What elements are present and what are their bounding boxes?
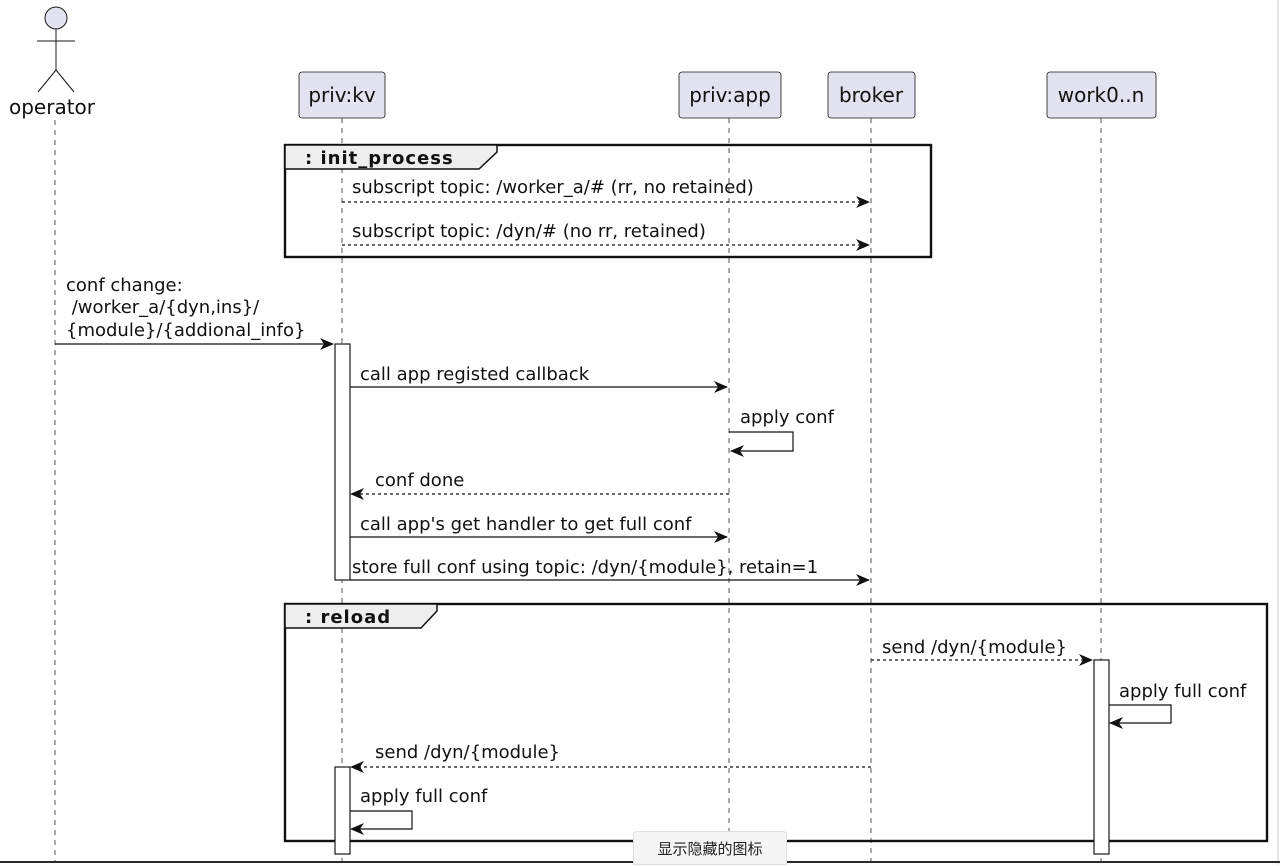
participant-operator-label: operator xyxy=(9,95,96,119)
fragment-init-title: : init_process xyxy=(305,148,454,169)
participant-broker-label: broker xyxy=(839,83,904,107)
msg-conf-change-line1: conf change: xyxy=(66,275,183,296)
kv-activation-reload xyxy=(334,766,351,855)
msg-subscribe-dyn-label: subscript topic: /dyn/# (no rr, retained… xyxy=(352,221,706,242)
msg-call-callback-label: call app registed callback xyxy=(360,364,590,385)
kv-activation xyxy=(334,343,351,581)
participant-kv-label: priv:kv xyxy=(308,83,376,107)
participant-broker: broker xyxy=(827,71,916,119)
fragment-reload-title: : reload xyxy=(305,607,391,628)
msg-store-conf-label: store full conf using topic: /dyn/{modul… xyxy=(352,557,818,578)
msg-kv-apply-label: apply full conf xyxy=(360,786,488,807)
msg-conf-change-line2: /worker_a/{dyn,ins}/ xyxy=(66,297,260,318)
msg-apply-conf-arrow xyxy=(729,431,794,457)
workers-activation xyxy=(1093,659,1110,855)
msg-get-handler-label: call app's get handler to get full conf xyxy=(360,514,692,535)
fragment-init-process: : init_process xyxy=(283,143,933,259)
msg-conf-done-label: conf done xyxy=(375,470,464,491)
participant-workers: work0..n xyxy=(1046,71,1157,119)
msg-send-worker-label: send /dyn/{module} xyxy=(882,637,1067,658)
msg-conf-change-line3: {module}/{addional_info} xyxy=(66,320,305,341)
msg-worker-apply-label: apply full conf xyxy=(1119,681,1247,702)
msg-subscribe-worker-label: subscript topic: /worker_a/# (rr, no ret… xyxy=(352,177,754,198)
participant-workers-label: work0..n xyxy=(1058,83,1145,107)
show-hidden-icons-tooltip: 显示隐藏的图标 xyxy=(633,831,787,865)
msg-apply-conf-label: apply conf xyxy=(740,407,835,428)
actor-head-icon xyxy=(44,6,68,30)
msg-worker-apply-arrow xyxy=(1109,704,1172,729)
msg-kv-apply-arrow xyxy=(350,810,413,835)
msg-send-kv-label: send /dyn/{module} xyxy=(375,742,560,763)
operator-actor: operator xyxy=(9,6,96,119)
window-edge xyxy=(1277,0,1279,865)
participant-kv: priv:kv xyxy=(298,71,386,119)
participant-app-label: priv:app xyxy=(689,83,771,107)
participant-app: priv:app xyxy=(678,71,782,119)
